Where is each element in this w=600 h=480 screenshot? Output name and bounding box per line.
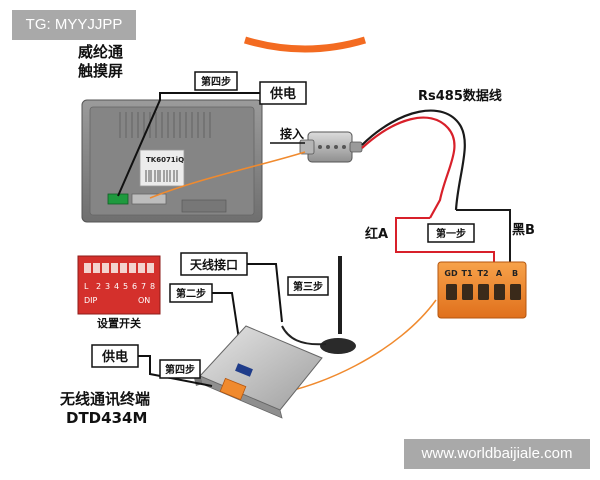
- step2-label: 第二步: [176, 287, 206, 300]
- dip-number-5: 5: [123, 282, 128, 291]
- red-wire-to-a-pin: [395, 217, 495, 280]
- terminal-title-line2: DTD434M: [66, 409, 147, 427]
- touchscreen-panel: TK6071iQ: [81, 99, 263, 223]
- terminal-pin-a: A: [496, 269, 503, 278]
- terminal-pin-b: B: [512, 269, 518, 278]
- red-a-label: 红A: [365, 226, 388, 242]
- antenna-port-label: 天线接口: [190, 257, 238, 272]
- screen-vent-grille: [119, 112, 211, 138]
- watermark-top: TG: MYYJJPP: [12, 10, 136, 40]
- power-top-leader: [117, 92, 260, 197]
- connect-label: 接入: [280, 126, 304, 141]
- step3-label: 第三步: [293, 280, 323, 293]
- terminal-title-line1: 无线通讯终端: [59, 390, 150, 408]
- step4-bottom-box: [159, 359, 201, 379]
- device-dip-window: [235, 363, 253, 377]
- terminal-pin-gd: GD: [444, 269, 458, 278]
- step4-top-box: [194, 71, 238, 91]
- red-wire-a: [361, 116, 456, 219]
- dip-number-8: 8: [150, 282, 155, 291]
- step1-label: 第一步: [436, 227, 466, 240]
- black-b-label: 黑B: [512, 223, 535, 238]
- screen-bottom-slot: [181, 199, 227, 213]
- dip-switch: L 2 3 4 5 6 7 8 DIP ON: [77, 255, 161, 315]
- db9-connector-icon: [299, 131, 363, 163]
- dip-dip-label: DIP: [84, 296, 98, 305]
- terminal-screws: [446, 284, 521, 300]
- black-wire-b: [361, 109, 466, 211]
- black-wire-to-b-pin: [456, 209, 511, 282]
- dip-number-2: 2: [96, 282, 101, 291]
- dip-toggles: [84, 263, 154, 273]
- terminal-pin-t1: T1: [461, 269, 472, 278]
- orange-arc-decoration: [243, 36, 367, 53]
- watermark-bottom: www.worldbaijiale.com: [404, 439, 590, 469]
- device-orange-terminal: [219, 377, 247, 401]
- dip-number-4: 4: [114, 282, 119, 291]
- touchscreen-title-line1: 威纶通: [78, 43, 123, 61]
- antenna-port-leader: [247, 263, 283, 323]
- dip-number-6: 6: [132, 282, 137, 291]
- terminal-pin-t2: T2: [477, 269, 488, 278]
- antenna-icon: [281, 256, 356, 354]
- step4-bottom-label: 第四步: [165, 363, 195, 376]
- wireless-terminal-device: [194, 325, 323, 419]
- power-bottom-label: 供电: [101, 349, 128, 365]
- dip-number-7: 7: [141, 282, 146, 291]
- touchscreen-title-line2: 触摸屏: [78, 62, 123, 80]
- power-bottom-leader: [138, 355, 213, 387]
- dip-on-label: ON: [138, 296, 150, 305]
- sticker-barcode: [145, 170, 178, 182]
- rs485-label: Rs485数据线: [418, 88, 502, 104]
- step1-box: [427, 223, 475, 243]
- step4-top-label: 第四步: [201, 75, 231, 88]
- step3-box: [287, 276, 329, 296]
- power-top-label: 供电: [269, 86, 296, 102]
- orange-leader-screen: [149, 151, 306, 199]
- dip-number-3: 3: [105, 282, 110, 291]
- dip-prefix: L: [84, 282, 89, 291]
- terminal-block: GD T1 T2 A B: [437, 261, 527, 319]
- screen-com-port: [131, 193, 167, 205]
- dip-settings-caption: 设置开关: [97, 316, 141, 330]
- screen-sticker: [139, 149, 185, 187]
- screen-model-label: TK6071iQ: [146, 156, 184, 164]
